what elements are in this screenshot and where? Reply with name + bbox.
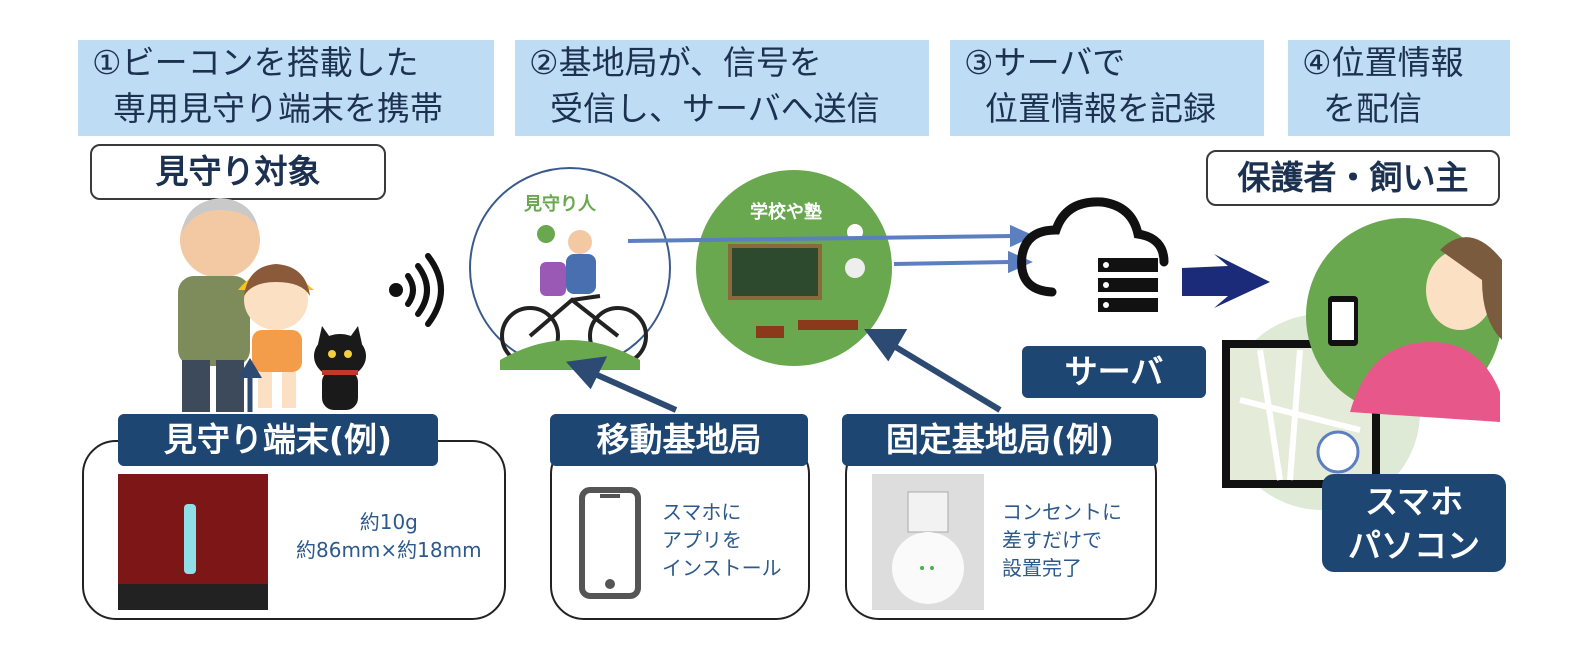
guardian-person-circle xyxy=(1306,218,1502,422)
school-circle xyxy=(696,170,892,366)
device-spec-text: 約10g 約86mm×約18mm xyxy=(296,510,482,562)
mobile-station-card xyxy=(550,440,810,620)
elderly-man-icon xyxy=(178,198,260,412)
smartphone-pc-tag: スマホ パソコン xyxy=(1322,474,1506,572)
deliver-arrow-icon xyxy=(1182,254,1270,308)
wireless-signal-icon xyxy=(389,253,444,327)
school-circle-label: 学校や塾 xyxy=(750,202,822,223)
fixed-station-photo xyxy=(872,474,984,610)
device-photo xyxy=(118,474,268,610)
step-2-header: ②基地局が、信号を 受信し、サーバへ送信 xyxy=(515,40,929,136)
fixed-station-tag: 固定基地局(例) xyxy=(842,414,1158,466)
device-up-arrow-icon xyxy=(238,358,262,412)
step-3-header: ③サーバで 位置情報を記録 xyxy=(950,40,1264,136)
guardian-label: 保護者・飼い主 xyxy=(1206,150,1500,206)
watcher-circle xyxy=(469,167,671,370)
server-tag: サーバ xyxy=(1022,346,1206,398)
cloud-server-icon xyxy=(1017,197,1169,312)
child-icon xyxy=(238,264,314,408)
smartphone-icon xyxy=(579,487,641,599)
step-4-header: ④位置情報 を配信 xyxy=(1288,40,1510,136)
fixed-station-text: コンセントに 差すだけで 設置完了 xyxy=(1002,500,1122,580)
watcher-circle-label: 見守り人 xyxy=(524,194,596,215)
device-tag: 見守り端末(例) xyxy=(118,414,438,466)
station-arrows xyxy=(565,329,1002,413)
watched-subject-label: 見守り対象 xyxy=(90,144,386,200)
map-circle xyxy=(1222,314,1420,510)
mobile-station-tag: 移動基地局 xyxy=(550,414,808,466)
cat-icon xyxy=(314,326,366,410)
mobile-station-text: スマホに アプリを インストール xyxy=(662,500,782,580)
data-arrows xyxy=(627,224,1035,274)
step-1-header: ①ビーコンを搭載した 専用見守り端末を携帯 xyxy=(78,40,494,136)
